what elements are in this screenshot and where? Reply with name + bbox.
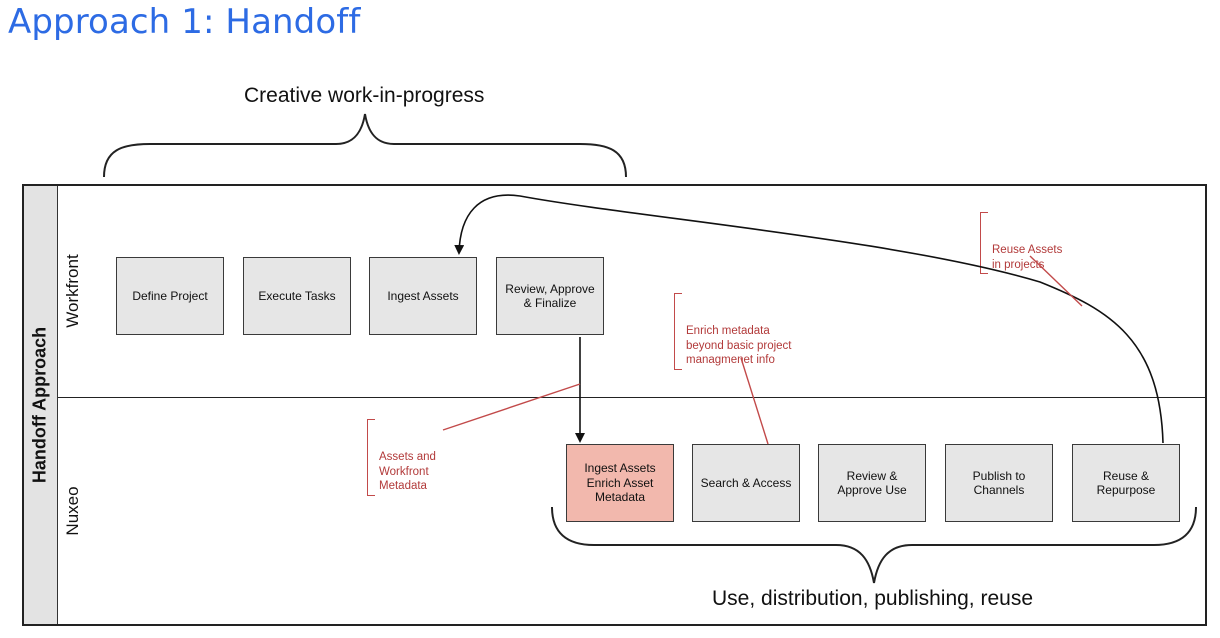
step-search-access: Search & Access — [692, 444, 800, 522]
step-publish-channels: Publish to Channels — [945, 444, 1053, 522]
step-review-approve-use: Review & Approve Use — [818, 444, 926, 522]
pool-title: Handoff Approach — [29, 326, 50, 484]
slide-title: Approach 1: Handoff — [8, 2, 361, 42]
annotation-bracket — [980, 212, 988, 274]
annotation-assets-metadata: Assets and Workfront Metadata — [367, 419, 436, 496]
step-review-approve-finalize: Review, Approve & Finalize — [496, 257, 604, 335]
top-curly-brace — [103, 113, 627, 178]
annotation-reuse-assets: Reuse Assets in projects — [980, 212, 1063, 274]
use-distribution-label: Use, distribution, publishing, reuse — [712, 587, 1034, 610]
annotation-enrich-metadata-text: Enrich metadata beyond basic project man… — [686, 325, 792, 366]
lane-divider — [58, 397, 1206, 398]
creative-wip-label: Creative work-in-progress — [244, 84, 485, 107]
step-execute-tasks: Execute Tasks — [243, 257, 351, 335]
annotation-bracket — [367, 419, 375, 496]
swimlane-frame — [22, 184, 1207, 626]
step-ingest-enrich-metadata: Ingest Assets Enrich Asset Metadata — [566, 444, 674, 522]
annotation-bracket — [674, 293, 682, 370]
pool-header-strip — [24, 186, 58, 624]
lane-label-nuxeo: Nuxeo — [63, 486, 82, 536]
annotation-enrich-metadata: Enrich metadata beyond basic project man… — [674, 293, 792, 370]
annotation-assets-metadata-text: Assets and Workfront Metadata — [379, 451, 436, 492]
annotation-reuse-assets-text: Reuse Assets in projects — [992, 244, 1063, 271]
step-define-project: Define Project — [116, 257, 224, 335]
step-reuse-repurpose: Reuse & Repurpose — [1072, 444, 1180, 522]
step-ingest-assets-workfront: Ingest Assets — [369, 257, 477, 335]
lane-label-workfront: Workfront — [63, 254, 82, 328]
